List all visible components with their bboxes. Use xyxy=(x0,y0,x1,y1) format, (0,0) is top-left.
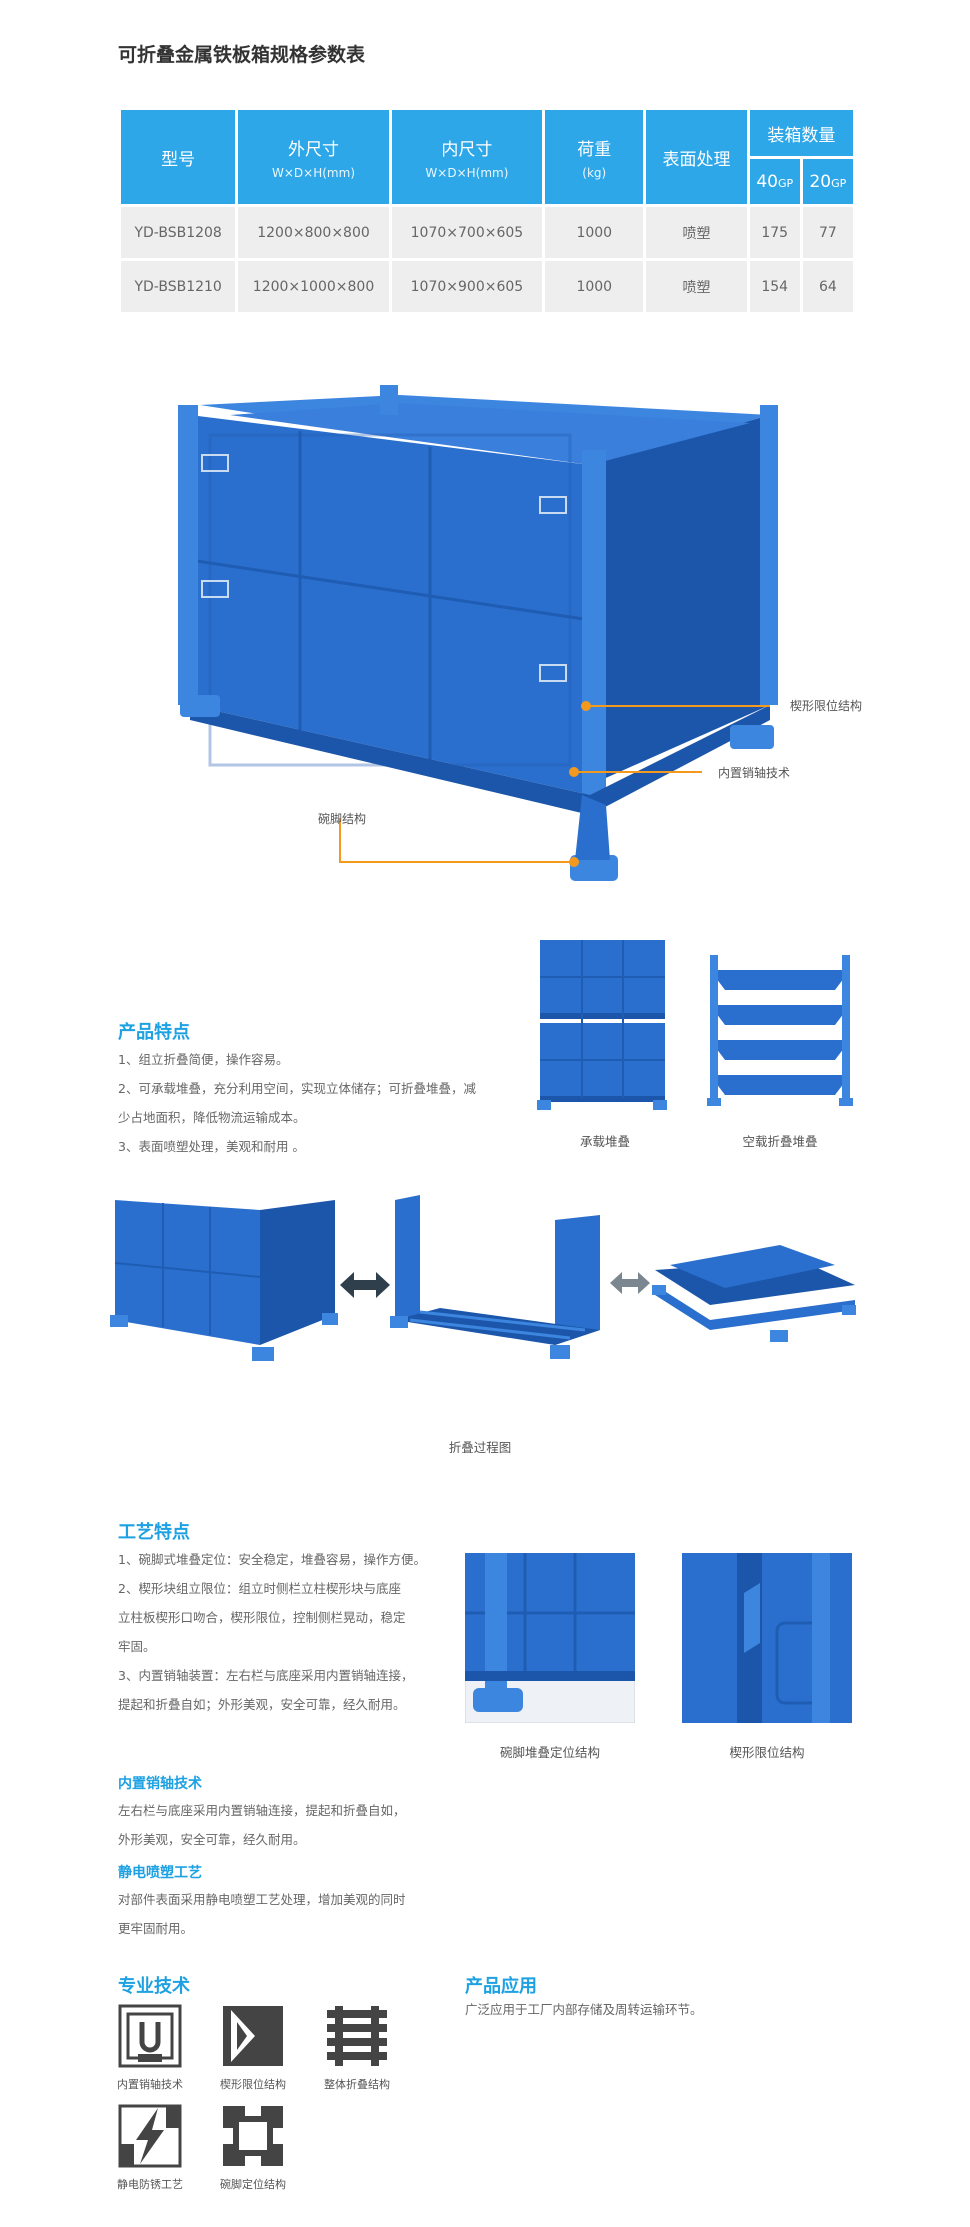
pin-icon-label: 内置销轴技术 xyxy=(117,2078,183,2091)
pin-tech-text: 左右栏与底座采用内置销轴连接，提起和折叠自如， 外形美观，安全可靠，经久耐用。 xyxy=(118,1796,458,1854)
craft-text: 1、碗脚式堆叠定位：安全稳定，堆叠容易，操作方便。 2、楔形块组立限位：组立时侧… xyxy=(118,1545,448,1719)
callout-lines xyxy=(339,701,770,867)
cell-20gp: 77 xyxy=(802,207,853,258)
cell-surface: 喷塑 xyxy=(646,207,747,258)
pin-tech-title: 内置销轴技术 xyxy=(118,1776,202,1792)
table-row: YD-BSB1208 1200×800×800 1070×700×605 100… xyxy=(121,207,853,258)
empty-stack-image xyxy=(707,955,853,1106)
fold-step-1-image xyxy=(110,1200,338,1361)
pro-tech-title: 专业技术 xyxy=(118,1976,190,1997)
main-product-image xyxy=(178,385,778,881)
feature-line: 少占地面积，降低物流运输成本。 xyxy=(118,1110,306,1125)
craft-title: 工艺特点 xyxy=(118,1522,190,1543)
features-title: 产品特点 xyxy=(118,1022,190,1043)
cell-outer: 1200×1000×800 xyxy=(238,261,389,312)
foot-icon-label: 碗脚定位结构 xyxy=(220,2178,286,2191)
feature-line: 1、组立折叠简便，操作容易。 xyxy=(118,1052,289,1067)
craft-line: 牢固。 xyxy=(118,1639,156,1654)
lightning-icon-label: 静电防锈工艺 xyxy=(117,2178,183,2191)
craft-line: 2、楔形块组立限位：组立时侧栏立柱楔形块与底座 xyxy=(118,1581,401,1596)
lightning-icon xyxy=(118,2104,182,2168)
page-title: 可折叠金属铁板箱规格参数表 xyxy=(118,44,366,66)
cell-40gp: 175 xyxy=(749,207,800,258)
caption-empty: 空载折叠堆叠 xyxy=(742,1134,818,1149)
cell-40gp: 154 xyxy=(749,261,800,312)
photo2-caption: 楔形限位结构 xyxy=(729,1745,805,1760)
cell-model: YD-BSB1208 xyxy=(121,207,236,258)
application-title: 产品应用 xyxy=(465,1976,537,1997)
feature-line: 2、可承载堆叠，充分利用空间，实现立体储存；可折叠堆叠，减 xyxy=(118,1081,476,1096)
header-model: 型号 xyxy=(121,110,236,204)
spray-title: 静电喷塑工艺 xyxy=(118,1865,202,1881)
application-text: 广泛应用于工厂内部存储及周转运输环节。 xyxy=(465,2002,703,2017)
caption-loaded: 承载堆叠 xyxy=(579,1134,630,1149)
pin-tech-line: 外形美观，安全可靠，经久耐用。 xyxy=(118,1832,306,1847)
header-load: 荷重(kg) xyxy=(545,110,644,204)
fold-arrow-1-icon xyxy=(340,1272,390,1298)
features-text: 1、组立折叠简便，操作容易。 2、可承载堆叠，充分利用空间，实现立体储存；可折叠… xyxy=(118,1045,518,1161)
cell-inner: 1070×900×605 xyxy=(391,261,543,312)
craft-line: 提起和折叠自如；外形美观，安全可靠，经久耐用。 xyxy=(118,1697,406,1712)
fold-arrow-2-icon xyxy=(610,1272,650,1294)
cell-surface: 喷塑 xyxy=(646,261,747,312)
callout-wedge: 楔形限位结构 xyxy=(790,699,863,713)
foot-icon xyxy=(223,2106,283,2166)
header-20gp: 20GP xyxy=(802,159,853,204)
cell-inner: 1070×700×605 xyxy=(391,207,543,258)
header-packing: 装箱数量 xyxy=(749,110,853,156)
feature-line: 3、表面喷塑处理，美观和耐用 。 xyxy=(118,1139,305,1154)
photo1-caption: 碗脚堆叠定位结构 xyxy=(499,1745,600,1760)
wedge-icon-label: 楔形限位结构 xyxy=(220,2078,286,2091)
table-row: YD-BSB1210 1200×1000×800 1070×900×605 10… xyxy=(121,261,853,312)
foot-structure-photo xyxy=(465,1553,635,1723)
cell-20gp: 64 xyxy=(802,261,853,312)
spray-text: 对部件表面采用静电喷塑工艺处理，增加美观的同时 更牢固耐用。 xyxy=(118,1885,458,1943)
fold-caption: 折叠过程图 xyxy=(448,1440,512,1455)
cell-outer: 1200×800×800 xyxy=(238,207,389,258)
craft-line: 1、碗脚式堆叠定位：安全稳定，堆叠容易，操作方便。 xyxy=(118,1552,426,1567)
spray-line: 更牢固耐用。 xyxy=(118,1921,194,1936)
pin-icon xyxy=(118,2004,182,2068)
craft-line: 3、内置销轴装置：左右栏与底座采用内置销轴连接， xyxy=(118,1668,414,1683)
header-40gp: 40GP xyxy=(749,159,800,204)
fold-icon-label: 整体折叠结构 xyxy=(324,2078,390,2091)
callout-pin: 内置销轴技术 xyxy=(718,766,791,780)
callout-foot: 碗脚结构 xyxy=(318,812,367,826)
fold-icon xyxy=(327,2006,387,2066)
loaded-stack-image xyxy=(537,940,667,1110)
fold-step-2-image xyxy=(390,1195,600,1359)
cell-load: 1000 xyxy=(545,207,644,258)
cell-model: YD-BSB1210 xyxy=(121,261,236,312)
wedge-structure-photo xyxy=(682,1553,852,1723)
pin-tech-line: 左右栏与底座采用内置销轴连接，提起和折叠自如， xyxy=(118,1803,406,1818)
wedge-icon xyxy=(223,2006,283,2066)
header-surface: 表面处理 xyxy=(646,110,747,204)
fold-step-3-image xyxy=(652,1245,856,1342)
craft-line: 立柱板楔形口吻合，楔形限位，控制侧栏晃动，稳定 xyxy=(118,1610,406,1625)
spray-line: 对部件表面采用静电喷塑工艺处理，增加美观的同时 xyxy=(118,1892,406,1907)
cell-load: 1000 xyxy=(545,261,644,312)
